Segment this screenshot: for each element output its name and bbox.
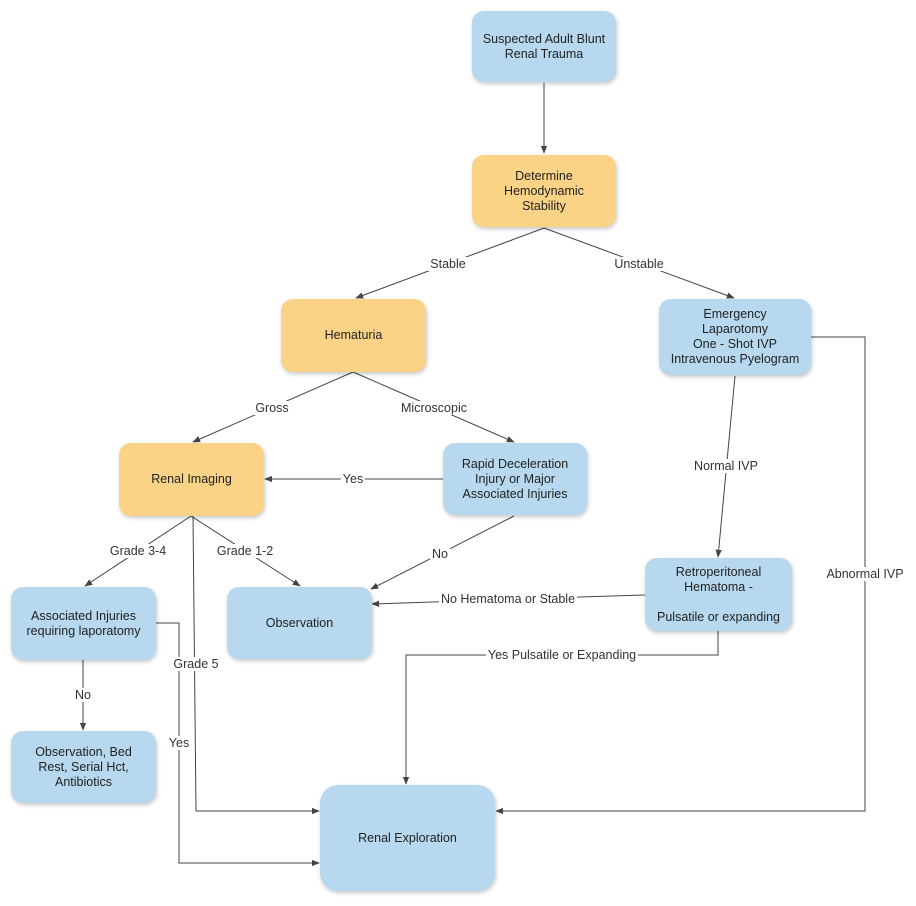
label-no-hematoma: No Hematoma or Stable xyxy=(438,592,578,606)
observation-bed-rest-node[interactable]: Observation, Bed Rest, Serial Hct, Antib… xyxy=(11,731,156,803)
label-grade-1-2: Grade 1-2 xyxy=(214,544,276,558)
label-microscopic: Microscopic xyxy=(399,401,469,415)
retroperitoneal-hematoma-node[interactable]: Retroperitoneal Hematoma - Pulsatile or … xyxy=(645,558,792,631)
edge-grade5 xyxy=(192,515,320,815)
observation-node[interactable]: Observation xyxy=(227,587,372,659)
rapid-deceleration-node[interactable]: Rapid Deceleration Injury or Major Assoc… xyxy=(443,443,587,515)
start-node[interactable]: Suspected Adult Blunt Renal Trauma xyxy=(472,11,616,82)
label-gross: Gross xyxy=(253,401,291,415)
label-stable: Stable xyxy=(428,257,468,271)
label-yes-deceleration: Yes xyxy=(340,472,366,486)
label-abnormal-ivp: Abnormal IVP xyxy=(824,567,906,581)
label-yes-associated: Yes xyxy=(166,736,192,750)
hematuria-node[interactable]: Hematuria xyxy=(281,299,426,372)
label-normal-ivp: Normal IVP xyxy=(692,459,760,473)
associated-injuries-node[interactable]: Associated Injuries requiring laporatomy xyxy=(11,587,156,660)
label-unstable: Unstable xyxy=(612,257,666,271)
label-no-deceleration: No xyxy=(430,547,450,561)
label-no-associated: No xyxy=(73,688,93,702)
emergency-laparotomy-node[interactable]: Emergency Laparotomy One - Shot IVP Intr… xyxy=(659,299,811,375)
renal-imaging-node[interactable]: Renal Imaging xyxy=(119,443,264,516)
label-grade-5: Grade 5 xyxy=(171,657,221,671)
renal-exploration-node[interactable]: Renal Exploration xyxy=(320,785,495,891)
label-yes-pulsatile: Yes Pulsatile or Expanding xyxy=(485,648,639,662)
hemodynamic-stability-node[interactable]: Determine Hemodynamic Stability xyxy=(472,155,616,227)
label-grade-3-4: Grade 3-4 xyxy=(107,544,169,558)
